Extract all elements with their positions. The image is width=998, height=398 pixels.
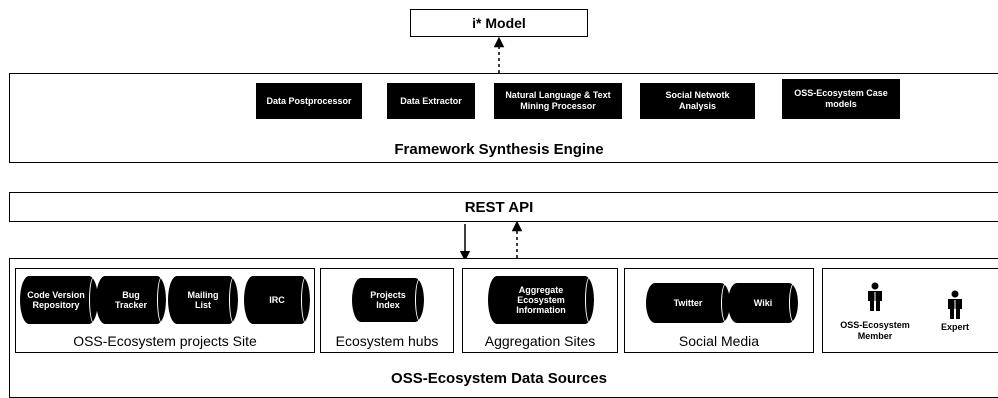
source-item-projects-index: Projects Index	[352, 278, 425, 322]
source-item-twitter: Twitter	[646, 283, 731, 323]
person-icon	[868, 282, 882, 311]
source-item-aggregate-ecosystem-information: Aggregate Ecosystem Information	[488, 276, 595, 324]
engine-component: Data Extractor	[387, 83, 475, 119]
source-item-irc: IRC	[244, 276, 311, 324]
data-sources-title: OSS-Ecosystem Data Sources	[391, 369, 607, 387]
i-star-model-label: i* Model	[472, 15, 526, 31]
engine-component: Social Netwotk Analysis	[640, 83, 755, 119]
source-group-label: Ecosystem hubs	[335, 333, 439, 349]
source-item-wiki: Wiki	[728, 283, 799, 323]
engine-title: Framework Synthesis Engine	[394, 140, 604, 158]
source-group-label: Aggregation Sites	[484, 333, 596, 349]
person-icon	[948, 290, 962, 319]
rest-api-label: REST API	[464, 198, 534, 216]
source-group-label: OSS-Ecosystem projects Site	[73, 333, 257, 349]
source-item-mailing-list: Mailing List	[168, 276, 239, 324]
i-star-model-box: i* Model	[410, 9, 588, 37]
engine-component: Natural Language & Text Mining Processor	[494, 83, 622, 119]
source-group-people	[822, 268, 998, 353]
source-item-code-version-repository: Code Version Repository	[20, 276, 99, 324]
source-group-label: Social Media	[678, 333, 760, 349]
rest-api-bar	[9, 192, 998, 222]
actor-label: OSS-Ecosystem Member	[840, 320, 910, 341]
actor-label: Expert	[940, 322, 969, 332]
source-item-bug-tracker: Bug Tracker	[96, 276, 167, 324]
engine-component: OSS-Ecosystem Case models	[782, 79, 900, 119]
engine-component: Data Postprocessor	[256, 83, 362, 119]
